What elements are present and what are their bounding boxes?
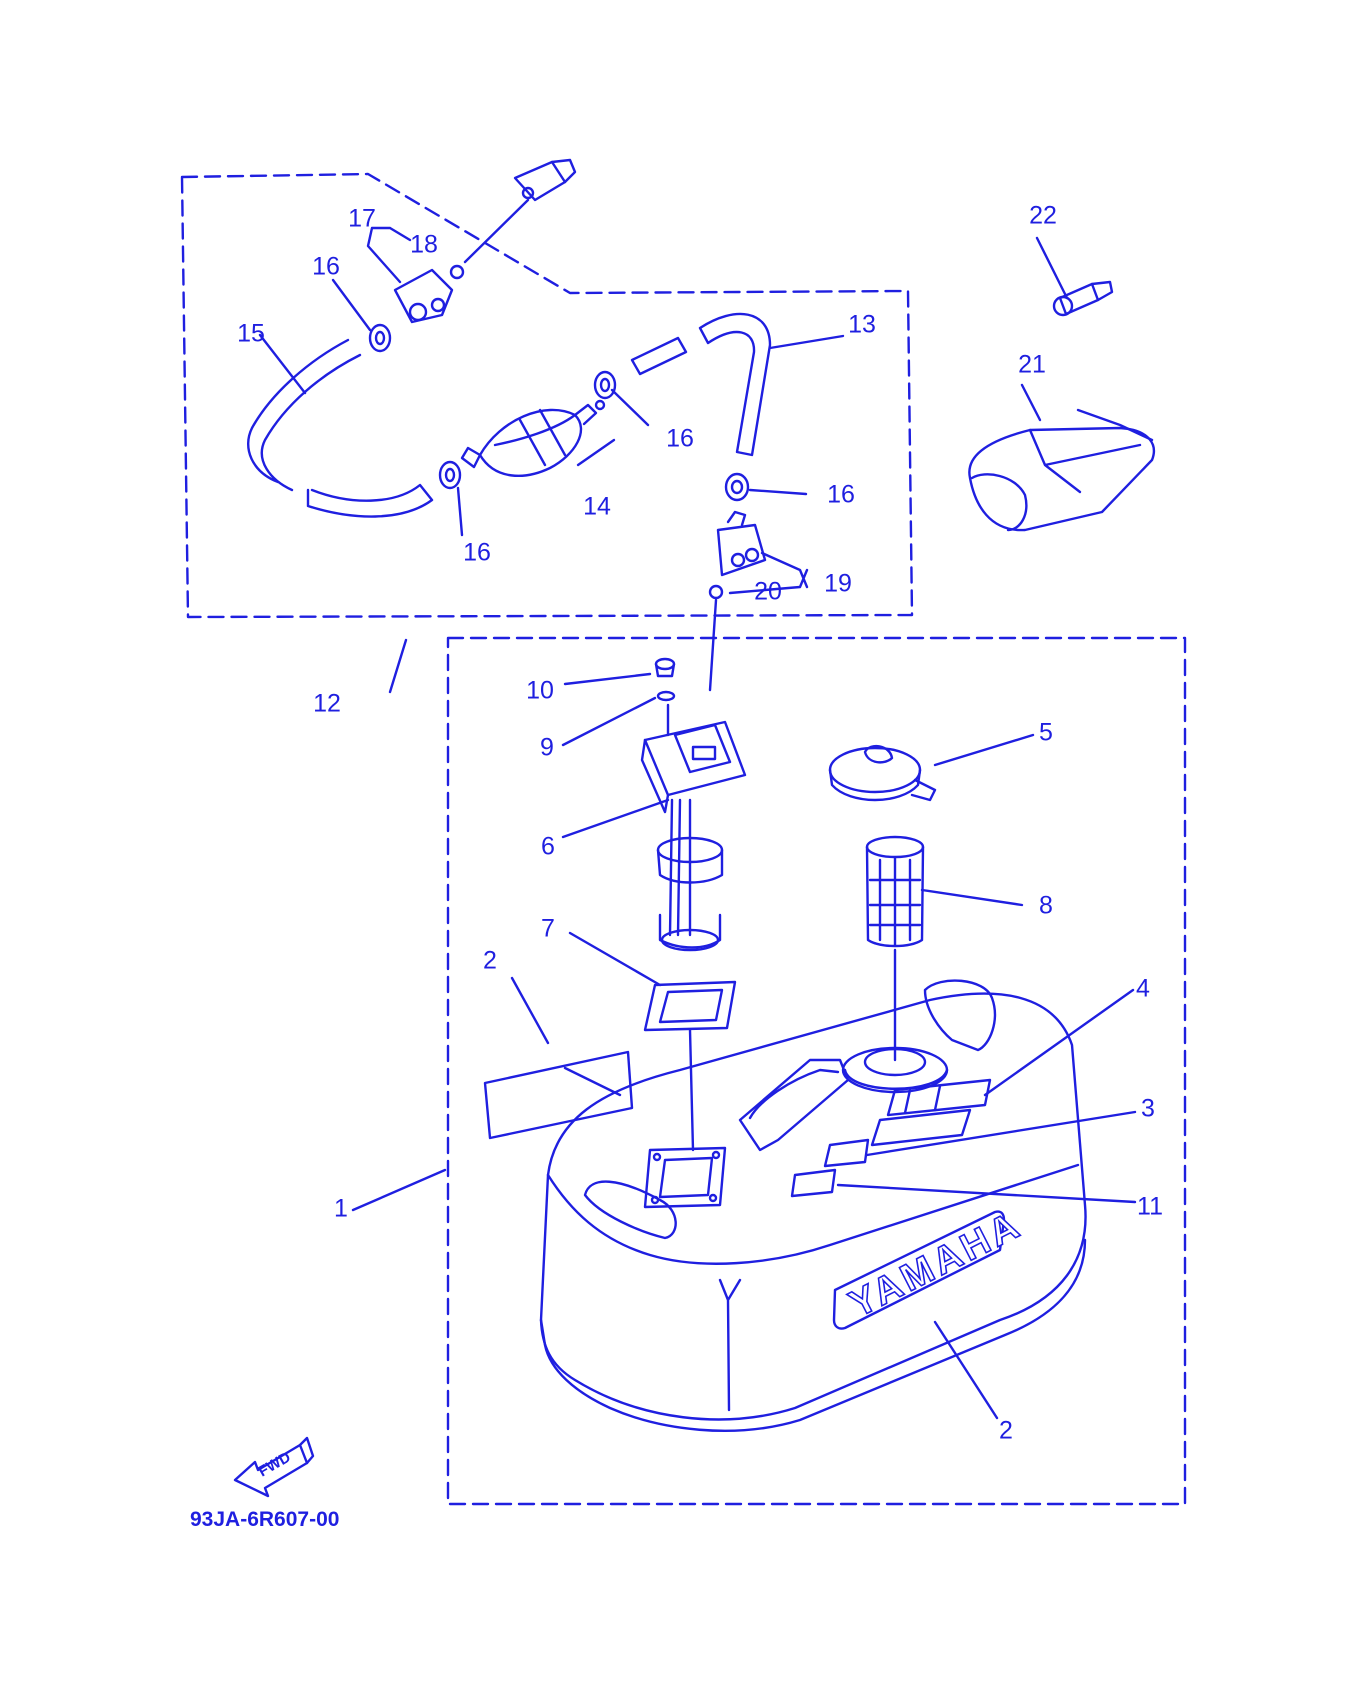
fuel-line-group-boundary — [180, 172, 914, 619]
reference-code: 93JA-6R607-00 — [190, 1508, 339, 1531]
short-hose — [630, 336, 688, 376]
fuel-hose-part-15 — [247, 338, 362, 492]
leader-line — [708, 598, 718, 692]
callout-label: 9 — [540, 734, 554, 762]
callout-label: 14 — [583, 493, 611, 521]
screw-part-10 — [654, 657, 676, 678]
callout-label: 17 — [348, 205, 376, 233]
fitting-plug — [513, 158, 577, 202]
gasket-part-7 — [643, 980, 737, 1032]
callout-label: 4 — [1136, 975, 1150, 1003]
brand-mark-text: YAMAHA — [843, 1204, 1029, 1326]
connector-part-19 — [716, 510, 767, 577]
callout-label: 2 — [999, 1417, 1013, 1445]
clamp-icon — [724, 472, 750, 502]
callout-leader-lines — [258, 226, 1137, 1420]
fuel-hose-part-13 — [698, 312, 772, 457]
callout-label: 16 — [312, 253, 340, 281]
callout-label: 18 — [410, 231, 438, 259]
fuel-gauge-part-6 — [640, 720, 747, 952]
leader-line — [463, 198, 530, 264]
callout-label: 7 — [541, 915, 555, 943]
callout-label: 16 — [827, 481, 855, 509]
fuel-tank-group-boundary — [446, 636, 1187, 1506]
callout-label: 6 — [541, 833, 555, 861]
o-ring-part-20 — [708, 584, 724, 600]
callout-label: 12 — [313, 690, 341, 718]
filler-cap-part-5 — [828, 744, 937, 802]
leader-line — [688, 1028, 695, 1152]
callout-label: 10 — [526, 677, 554, 705]
callout-label: 1 — [334, 1195, 348, 1223]
callout-label: 5 — [1039, 719, 1053, 747]
decal-part-2 — [483, 1050, 634, 1140]
fuel-hose-segment — [306, 483, 434, 518]
callout-label: 2 — [483, 947, 497, 975]
clamp-icon — [593, 370, 617, 400]
callout-label: 15 — [237, 320, 265, 348]
callout-label: 3 — [1141, 1095, 1155, 1123]
callout-label: 16 — [463, 539, 491, 567]
callout-label: 22 — [1029, 202, 1057, 230]
callout-label: 19 — [824, 570, 852, 598]
callout-label: 11 — [1137, 1193, 1163, 1221]
callout-label: 16 — [666, 425, 694, 453]
cover-part-21 — [968, 408, 1155, 532]
callout-label: 13 — [848, 311, 876, 339]
forward-arrow-icon — [233, 1436, 315, 1498]
fuel-joint-part-22 — [1052, 280, 1114, 317]
callout-label: 8 — [1039, 892, 1053, 920]
callout-labels: 1 2 2 3 4 5 6 7 8 9 10 11 12 13 14 15 16… — [237, 202, 1163, 1445]
washer-part-9 — [656, 690, 676, 702]
o-ring-part-18 — [449, 264, 465, 280]
callout-label: 21 — [1018, 351, 1046, 379]
callout-label: 20 — [754, 578, 782, 606]
connector-part-17 — [393, 268, 454, 324]
clamp-icon — [368, 323, 392, 353]
primer-bulb-part-14 — [460, 399, 606, 478]
fuel-tank-part-1 — [539, 979, 1087, 1432]
clamp-icon — [438, 460, 462, 490]
strainer-part-8 — [865, 835, 925, 948]
